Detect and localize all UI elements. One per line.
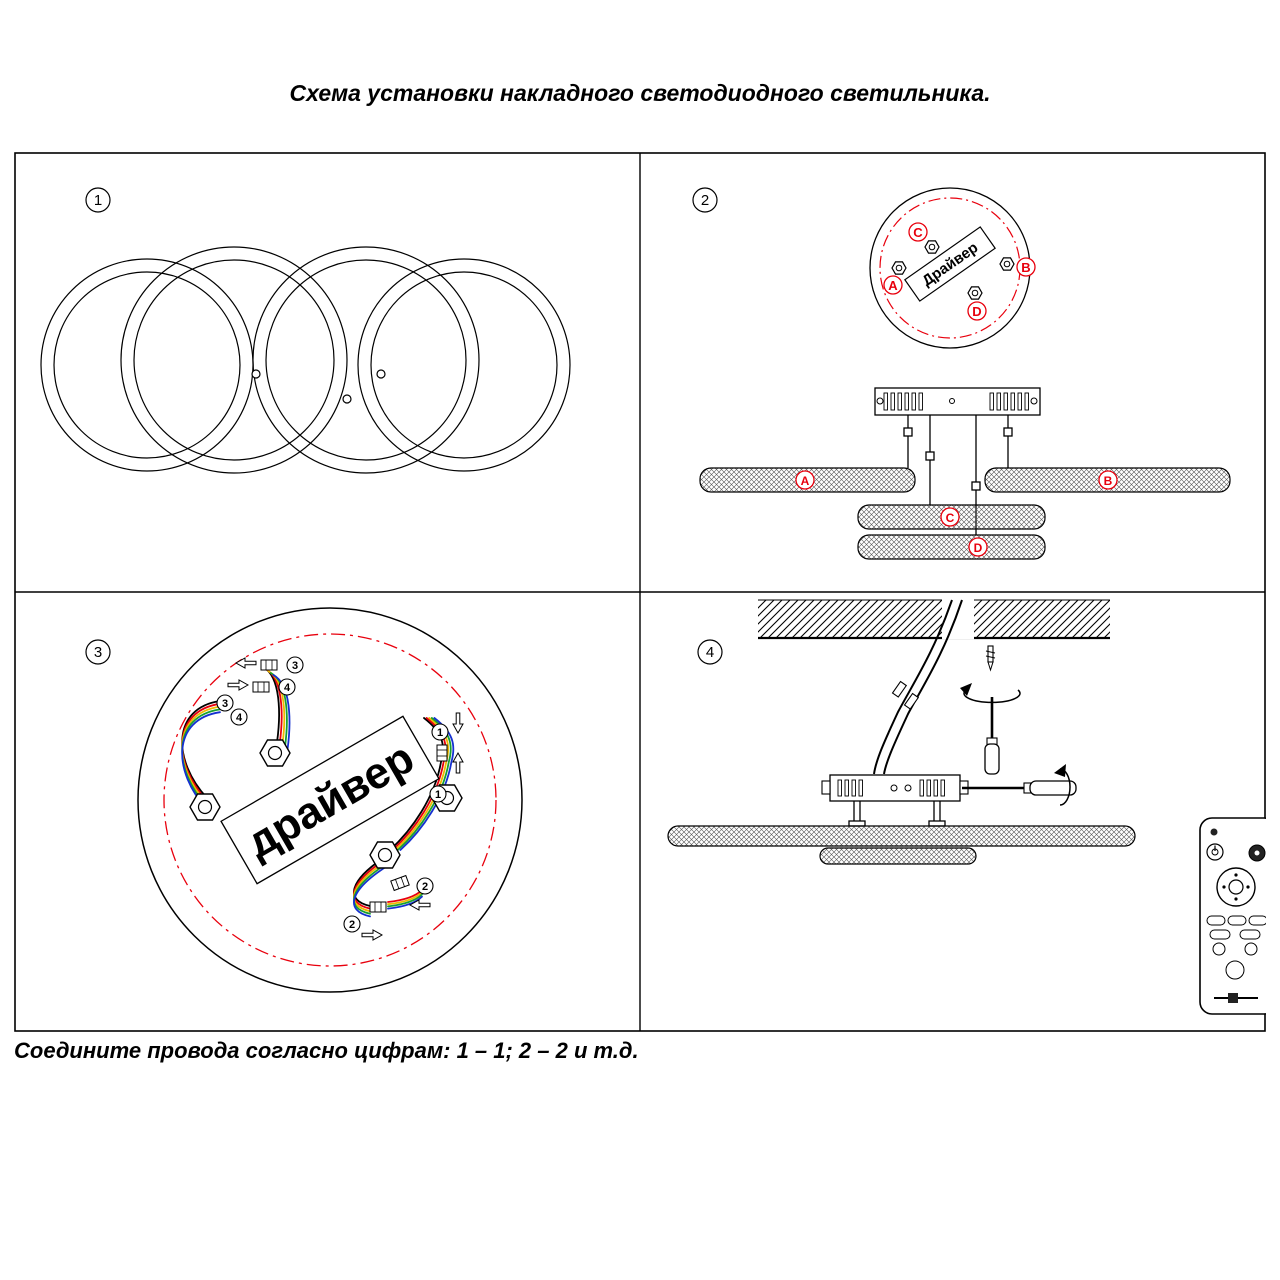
wire-tag-4: 4	[236, 712, 243, 724]
bar-a-label: A	[801, 474, 810, 488]
point-d-label: D	[972, 304, 981, 319]
mounting-plate	[821, 774, 969, 802]
ring-joint	[251, 369, 261, 379]
screwdriver-vertical-icon	[984, 697, 1000, 775]
ring-joint	[376, 369, 386, 379]
panel-4-number: 4	[697, 639, 723, 665]
remote-slider	[1214, 993, 1258, 1003]
page-title: Схема установки накладного светодиодного…	[289, 80, 991, 106]
rotate-arrow-icon	[960, 683, 1021, 704]
bar-stems	[903, 415, 1013, 535]
panel-1-number-label: 1	[94, 192, 102, 209]
nut-icon	[369, 841, 401, 869]
nut-icon	[891, 261, 907, 275]
panel-2-number: 2	[692, 187, 718, 213]
remote-buttons	[1206, 915, 1266, 980]
diagram-grid: 1 2 Др	[14, 152, 1266, 1032]
ring-set	[40, 246, 571, 474]
wire-number-tags: 3 3 4 4 1 1 2 2	[216, 656, 449, 933]
panel-3-wiring: 3	[85, 607, 523, 993]
wire-tag-3: 3	[292, 660, 298, 672]
wire-clip	[891, 680, 908, 698]
canopy-point-markers: A B C D	[883, 222, 1036, 321]
light-bar-d	[857, 534, 1046, 560]
power-button	[1206, 843, 1224, 861]
panel-2-number-label: 2	[701, 192, 709, 209]
bar-d-label: D	[974, 541, 983, 555]
mount-circle-marking	[163, 633, 497, 967]
mount-screw	[985, 645, 996, 672]
nut-icon	[967, 286, 983, 300]
mounting-plate	[874, 387, 1041, 416]
bar-b-label: B	[1104, 474, 1113, 488]
wire-tag-1: 1	[437, 727, 443, 739]
ring-joint	[342, 394, 352, 404]
remote-control	[1199, 817, 1266, 1015]
panel-3-number: 3	[85, 639, 111, 665]
wire-tag-4: 4	[284, 682, 291, 694]
nut-icon	[999, 257, 1015, 271]
nut-icon	[189, 793, 221, 821]
panel-2-assembly: 2 Драйвер A B	[692, 187, 1231, 560]
remote-led	[1210, 828, 1218, 836]
wire-tag-3: 3	[222, 698, 228, 710]
light-bar-long	[667, 825, 1136, 847]
panel-4-mounting: 4	[667, 599, 1266, 1015]
wire-tag-2: 2	[349, 919, 355, 931]
mains-wires	[873, 599, 963, 775]
rotate-arrow-icon	[1054, 764, 1071, 806]
light-bar-short	[819, 847, 977, 865]
nut-icon	[259, 739, 291, 767]
bar-c-label: C	[946, 511, 955, 525]
panel-3-number-label: 3	[94, 644, 102, 661]
ceiling	[758, 599, 1110, 640]
ceiling-hole	[942, 599, 974, 639]
point-a-label: A	[888, 278, 898, 293]
point-b-label: B	[1021, 260, 1030, 275]
dpad	[1216, 867, 1256, 907]
panel-4-number-label: 4	[706, 644, 714, 661]
nut-icon	[924, 240, 940, 254]
screwdriver-horizontal-icon	[962, 780, 1077, 796]
bar-stems	[848, 801, 946, 827]
point-c-label: C	[913, 225, 923, 240]
grid-frame	[14, 152, 1266, 1032]
wire-clip	[903, 692, 920, 710]
light-bars: A B C D	[699, 467, 1231, 560]
wire-tag-2: 2	[422, 881, 428, 893]
instruction-footer: Соедините провода согласно цифрам: 1 – 1…	[14, 1038, 639, 1063]
wire-tag-1: 1	[435, 789, 441, 801]
panel-1-rings: 1	[40, 187, 571, 474]
canopy-top-view: Драйвер A B C D	[869, 187, 1036, 349]
panel-1-number: 1	[85, 187, 111, 213]
